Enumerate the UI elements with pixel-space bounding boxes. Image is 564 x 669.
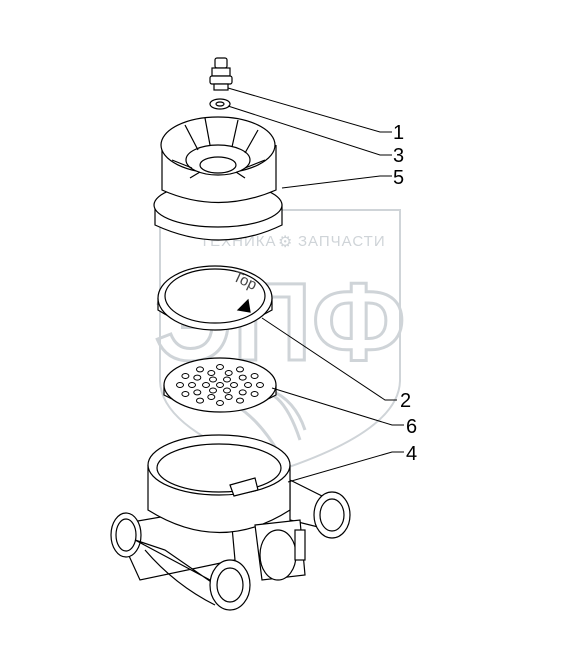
strainer-hole bbox=[209, 376, 217, 383]
callout-labels: 1 3 5 2 6 4 bbox=[393, 122, 417, 465]
callout-4: 4 bbox=[406, 443, 417, 465]
strainer-hole bbox=[193, 389, 202, 396]
watermark-right-word: ЗАПЧАСТИ bbox=[298, 233, 386, 250]
part-1-screw bbox=[209, 57, 233, 91]
arrow-icon bbox=[236, 298, 251, 313]
strainer-hole bbox=[223, 376, 231, 383]
strainer-hole bbox=[223, 387, 231, 394]
leader-line-6 bbox=[271, 387, 404, 426]
leader-line-3 bbox=[227, 105, 392, 156]
strainer-hole bbox=[256, 382, 264, 388]
strainer-hole bbox=[250, 373, 259, 379]
strainer-hole bbox=[236, 366, 244, 373]
gear-icon: ⚙ bbox=[278, 234, 292, 251]
callout-2: 2 bbox=[400, 390, 411, 412]
strainer-hole bbox=[230, 382, 238, 388]
part-5-upper-housing bbox=[153, 116, 283, 241]
strainer-hole bbox=[196, 397, 204, 404]
leader-line-5 bbox=[281, 175, 392, 189]
leader-line-2 bbox=[261, 317, 397, 401]
strainer-hole bbox=[216, 382, 224, 388]
strainer-hole bbox=[207, 370, 216, 376]
strainer-hole bbox=[216, 364, 224, 370]
strainer-hole bbox=[181, 373, 190, 379]
callout-1: 1 bbox=[393, 122, 404, 144]
strainer-hole bbox=[216, 400, 224, 406]
leader-lines bbox=[227, 87, 404, 483]
leader-line-1 bbox=[227, 87, 392, 133]
strainer-hole bbox=[193, 374, 202, 381]
strainer-hole bbox=[207, 394, 216, 400]
part-4-body bbox=[110, 434, 351, 611]
strainer-hole bbox=[181, 391, 190, 397]
strainer-hole bbox=[238, 374, 247, 381]
watermark: ТЕХНИКА ⚙ ЗАПЧАСТИ ЭПФ bbox=[153, 209, 407, 472]
strainer-hole bbox=[202, 382, 210, 388]
strainer-holes bbox=[176, 364, 264, 406]
strainer-hole bbox=[209, 387, 217, 394]
strainer-hole bbox=[176, 382, 184, 388]
strainer-hole bbox=[196, 366, 204, 373]
leader-line-4 bbox=[287, 451, 404, 483]
strainer-hole bbox=[224, 370, 233, 376]
strainer-hole bbox=[188, 382, 196, 388]
callout-6: 6 bbox=[406, 416, 417, 438]
strainer-hole bbox=[236, 397, 244, 404]
callout-3: 3 bbox=[393, 145, 404, 167]
part-3-washer bbox=[209, 98, 231, 110]
part-2-cover: Top bbox=[157, 265, 273, 331]
strainer-hole bbox=[238, 389, 247, 396]
strainer-hole bbox=[250, 391, 259, 397]
strainer-hole bbox=[224, 394, 233, 400]
strainer-hole bbox=[244, 382, 252, 388]
callout-5: 5 bbox=[393, 167, 404, 189]
